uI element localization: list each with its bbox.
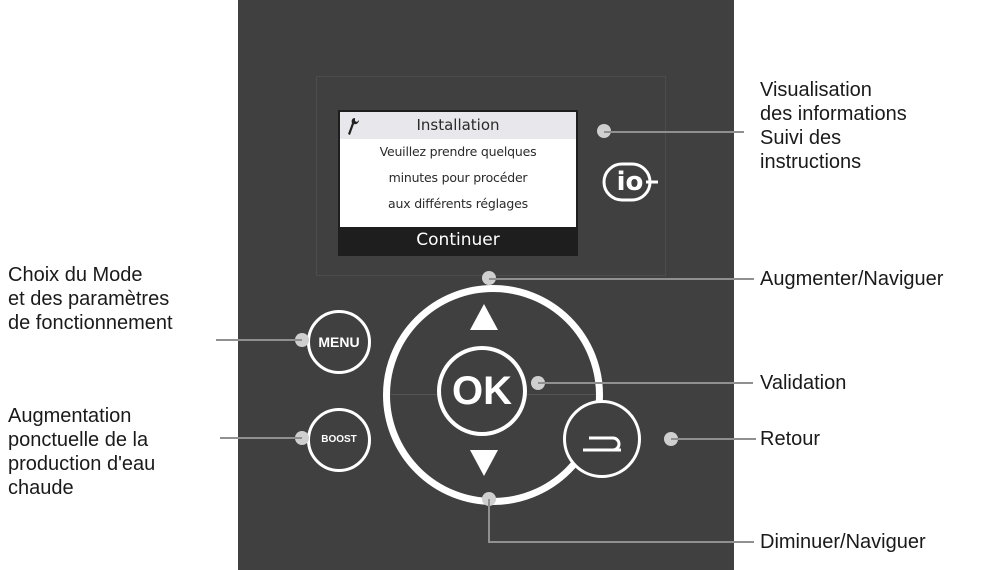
boost-dot: [295, 431, 309, 445]
io-logo-text: io: [616, 167, 644, 197]
menu-dot: [295, 333, 309, 347]
down-arrow-icon[interactable]: [470, 450, 498, 476]
up-label: Augmenter/Naviguer: [760, 268, 944, 290]
boost-button[interactable]: BOOST: [307, 408, 371, 472]
ok-label: Validation: [760, 372, 847, 394]
back-leader: [671, 438, 756, 440]
up-leader: [489, 278, 754, 280]
back-button[interactable]: [563, 400, 641, 478]
return-arrow-icon: [583, 436, 621, 452]
wrench-icon: [346, 112, 360, 139]
boost-leader: [220, 437, 302, 439]
display-label: Visualisation des informations Suivi des…: [760, 79, 907, 173]
lcd-title-bar: Installation: [340, 112, 576, 139]
lcd-screen: Installation Veuillez prendre quelques m…: [338, 110, 578, 256]
ok-button[interactable]: OK: [437, 346, 527, 436]
menu-leader: [216, 339, 302, 341]
continue-button[interactable]: Continuer: [340, 227, 576, 254]
lcd-title: Installation: [416, 116, 500, 134]
mode-label: Choix du Mode et des paramètres de fonct…: [8, 264, 173, 334]
down-leader-horizontal: [488, 541, 754, 543]
lcd-line-2: minutes pour procéder: [388, 170, 528, 185]
up-arrow-icon[interactable]: [470, 304, 498, 330]
ok-leader: [538, 382, 753, 384]
lcd-line-1: Veuillez prendre quelques: [379, 144, 537, 159]
boost-label: Augmentation ponctuelle de la production…: [8, 405, 156, 499]
down-label: Diminuer/Naviguer: [760, 531, 926, 553]
display-leader: [604, 131, 744, 133]
io-logo-icon: io: [602, 160, 658, 204]
lcd-line-3: aux différents réglages: [388, 196, 528, 211]
down-leader-vertical: [488, 499, 490, 543]
menu-button[interactable]: MENU: [307, 310, 371, 374]
back-label: Retour: [760, 428, 821, 450]
